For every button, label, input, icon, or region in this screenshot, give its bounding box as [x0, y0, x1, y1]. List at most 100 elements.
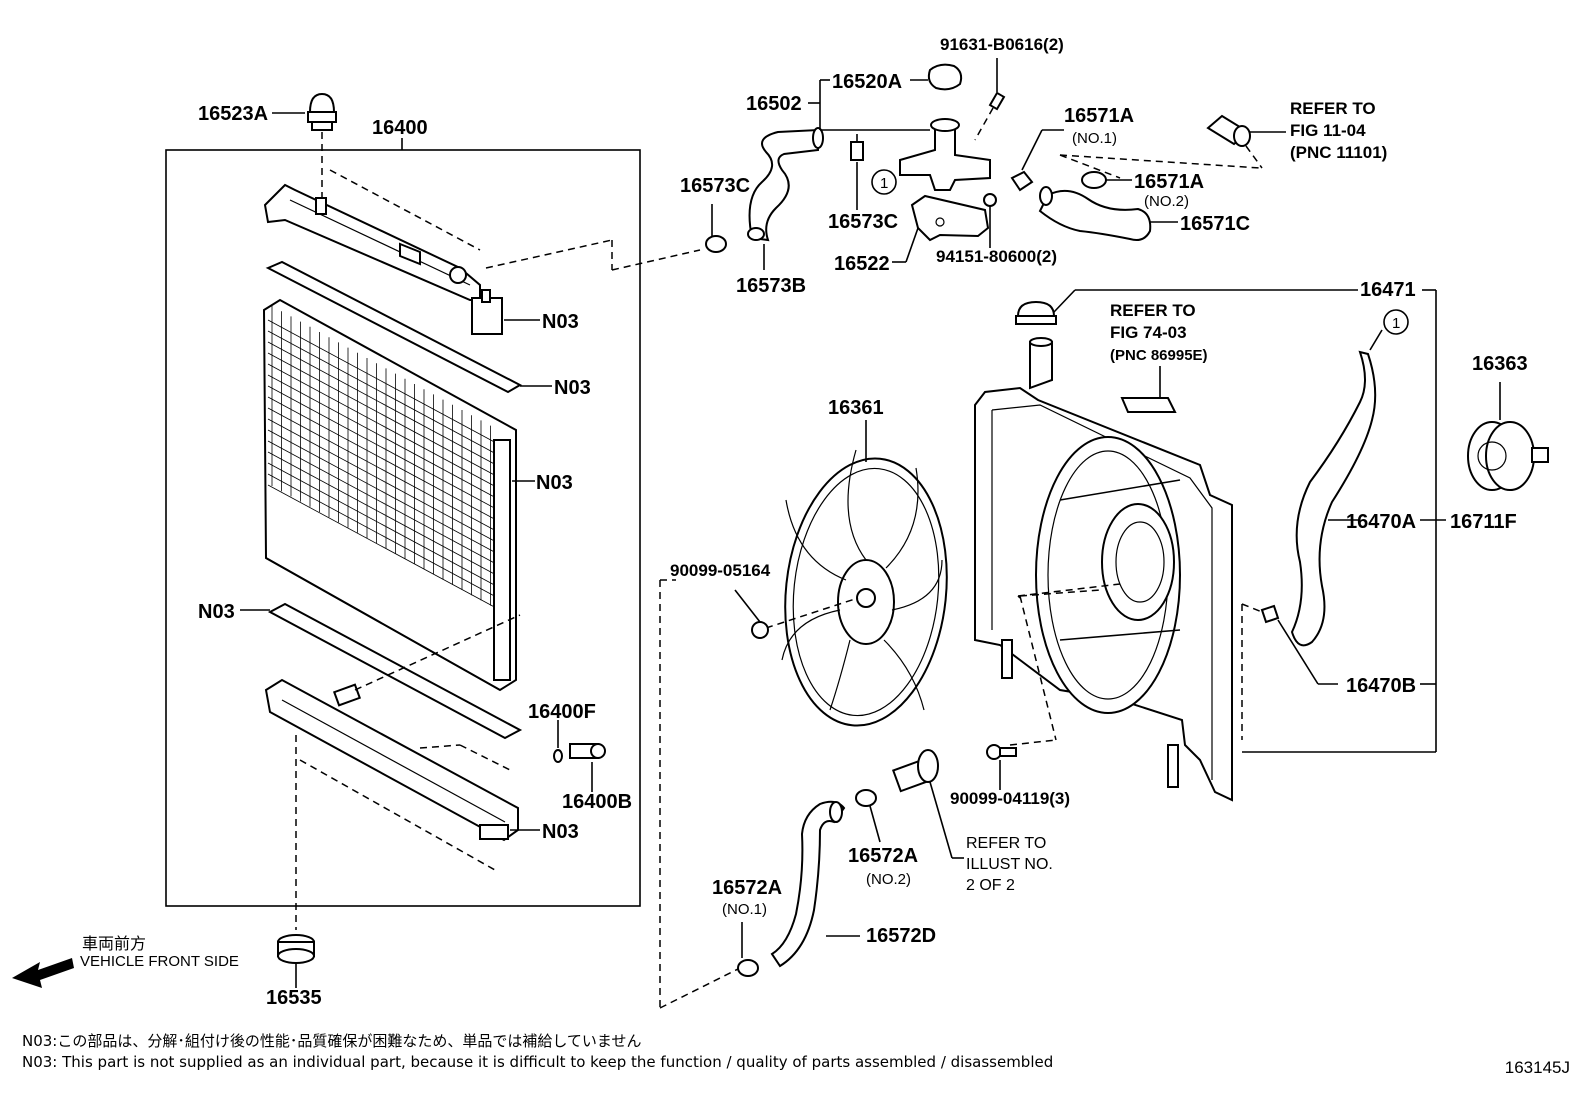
drain-plug	[553, 720, 606, 792]
refer2-line1: REFER TO	[1110, 301, 1196, 320]
label-16522: 16522	[834, 253, 890, 275]
engine-pipe-ref	[1206, 114, 1286, 169]
refer3-line2: ILLUST NO.	[966, 856, 1053, 873]
label-16470B: 16470B	[1346, 675, 1416, 697]
refer2-line3: (PNC 86995E)	[1110, 347, 1208, 364]
label-16571A-no2: 16571A	[1134, 171, 1204, 193]
label-16400: 16400	[372, 117, 428, 139]
label-16361: 16361	[828, 397, 884, 419]
refer3-line1: REFER TO	[966, 835, 1046, 852]
lower-hose-clamp-16572A-no1	[737, 922, 759, 977]
label-16520A: 16520A	[832, 71, 902, 93]
lower-hose-16572D	[770, 800, 846, 968]
core-tube-line	[267, 484, 501, 611]
label-16573B: 16573B	[736, 275, 806, 297]
refer3-line3: 2 OF 2	[966, 877, 1015, 894]
label-16572A-no1: 16572A	[712, 877, 782, 899]
label-n03-2: N03	[554, 377, 591, 399]
label-no1-a: (NO.1)	[1072, 130, 1117, 147]
label-n03-3: N03	[536, 472, 573, 494]
label-16471: 16471	[1360, 279, 1416, 301]
core-tube-line	[267, 319, 501, 446]
circle-marker-1-right-text: 1	[1392, 315, 1400, 332]
core-tube-line	[267, 418, 501, 545]
lower-cushion-16535	[277, 934, 315, 988]
water-inlet-16502	[899, 63, 991, 191]
core-tube-line	[267, 451, 501, 578]
label-16573C-2: 16573C	[828, 211, 898, 233]
core-tube-line	[267, 473, 501, 600]
front-arrow-icon	[12, 958, 74, 988]
upper-tank	[263, 169, 701, 335]
hose-16571C	[1038, 186, 1152, 241]
label-no2-a: (NO.2)	[1144, 193, 1189, 210]
core-tube-line	[267, 462, 501, 589]
overflow-hose-16470A	[1290, 329, 1383, 647]
lower-gasket	[267, 602, 523, 740]
label-16400B: 16400B	[562, 791, 632, 813]
hose-clamp-16573C-lower	[705, 204, 727, 253]
fan-shroud-16471	[974, 337, 1233, 802]
clamp-16571A-no2	[1081, 171, 1132, 189]
core-tube-line	[267, 341, 501, 468]
bolt-91631	[974, 58, 1006, 141]
circle-marker-1-upper	[871, 169, 897, 195]
label-90099-05164: 90099-05164	[670, 561, 771, 580]
hose-clamp-16470B	[1241, 603, 1338, 740]
vehicle-front-label-jp: 車両前方	[82, 934, 147, 953]
radiator-core	[262, 298, 517, 692]
upper-gasket	[265, 260, 523, 394]
label-n03-5: N03	[542, 821, 579, 843]
label-91631: 91631-B0616(2)	[940, 35, 1064, 54]
radiator-assembly-box	[165, 149, 641, 907]
bolt-90099-04119	[986, 744, 1017, 790]
circle-marker-1-upper-text: 1	[880, 175, 888, 192]
label-16572A-no2: 16572A	[848, 845, 918, 867]
refer1-line1: REFER TO	[1290, 99, 1376, 118]
clamp-16571A-no1	[1010, 129, 1064, 192]
radiator-cap-16523A	[272, 92, 337, 200]
label-16711F: 16711F	[1450, 511, 1517, 533]
note-jp: N03:この部品は、分解･組付け後の性能･品質確保が困難なため、単品では補給して…	[22, 1032, 642, 1050]
circle-marker-1-right	[1383, 309, 1409, 335]
label-16470A: 16470A	[1346, 511, 1416, 533]
cooling-fan-16361	[765, 420, 1121, 727]
refer2-line2: FIG 74-03	[1110, 323, 1187, 342]
note-en: N03: This part is not supplied as an ind…	[22, 1053, 1054, 1071]
refer1-line2: FIG 11-04	[1290, 121, 1366, 140]
core-tube-line	[267, 440, 501, 567]
label-16502: 16502	[746, 93, 802, 115]
label-16572D: 16572D	[866, 925, 936, 947]
label-no2-b: (NO.2)	[866, 871, 911, 888]
upper-hose-16573B	[747, 127, 824, 242]
core-tube-line	[267, 374, 501, 501]
core-tube-line	[267, 407, 501, 534]
nut-94151	[983, 193, 997, 248]
outlet-fitting	[891, 749, 964, 859]
core-tube-line	[267, 429, 501, 556]
label-94151: 94151-80600(2)	[936, 247, 1057, 266]
fan-motor-16363	[1467, 382, 1549, 491]
vehicle-front-label-en: VEHICLE FRONT SIDE	[80, 953, 239, 970]
label-16400F: 16400F	[528, 701, 596, 723]
label-plate	[1120, 366, 1177, 413]
label-n03-1: N03	[542, 311, 579, 333]
core-tube-line	[267, 330, 501, 457]
hose-clamp-16573C-upper	[850, 134, 864, 210]
lower-hose-clamp-16572A-no2	[855, 789, 881, 843]
fan-nut-90099-05164	[734, 589, 769, 639]
diagram-id: 163145J	[1504, 1058, 1570, 1077]
label-16571C: 16571C	[1180, 213, 1250, 235]
label-16363: 16363	[1472, 353, 1528, 375]
label-90099-04119: 90099-04119(3)	[950, 789, 1070, 808]
core-tube-line	[267, 363, 501, 490]
shroud-cap	[1015, 289, 1358, 325]
label-16523A: 16523A	[198, 103, 268, 125]
lower-tank	[264, 614, 521, 930]
refer1-line3: (PNC 11101)	[1290, 143, 1387, 162]
core-tube-line	[267, 385, 501, 512]
label-n03-4: N03	[198, 601, 235, 623]
label-no1-b: (NO.1)	[722, 901, 767, 918]
core-tube-line	[267, 352, 501, 479]
